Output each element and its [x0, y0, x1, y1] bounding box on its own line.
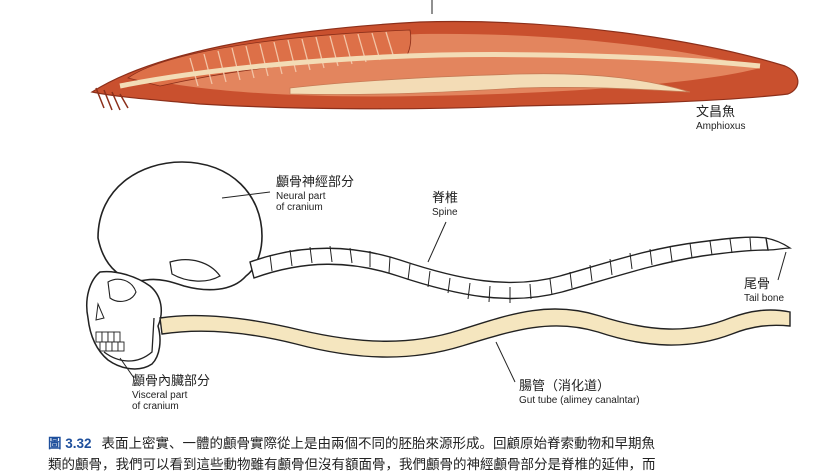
- neural-cranium-label-zh: 顱骨神經部分: [276, 176, 354, 191]
- amphioxus-label-en: Amphioxus: [696, 121, 745, 133]
- caption-text-1: 表面上密實、一體的顱骨實際從上是由兩個不同的胚胎來源形成。回顧原始脊索動物和早期…: [102, 436, 656, 452]
- amphioxus-illustration: [92, 0, 798, 110]
- visceral-cranium-label-en2: of cranium: [132, 401, 210, 413]
- gut-tube-label: 腸管（消化道） Gut tube (alimey canalntar): [519, 380, 640, 406]
- caption-line-1: 圖 3.32 表面上密實、一體的顱骨實際從上是由兩個不同的胚胎來源形成。回顧原始脊…: [48, 433, 832, 455]
- neural-cranium-label: 顱骨神經部分 Neural part of cranium: [276, 176, 354, 214]
- gut-tube-label-zh: 腸管（消化道）: [519, 380, 640, 395]
- figure-number: 圖 3.32: [48, 436, 92, 451]
- tail-bone-leader: [778, 252, 786, 280]
- gut-tube-label-en: Gut tube (alimey canalntar): [519, 395, 640, 407]
- amphioxus-label: 文昌魚 Amphioxus: [696, 106, 745, 132]
- gut-tube-leader: [496, 342, 515, 382]
- caption-text-2: 類的顱骨，我們可以看到這些動物雖有顱骨但沒有額面骨，我們顱骨的神經顱骨部分是脊椎…: [48, 455, 832, 476]
- spine-leader: [428, 222, 446, 262]
- tail-bone-label-zh: 尾骨: [744, 278, 784, 293]
- tail-bone-label: 尾骨 Tail bone: [744, 278, 784, 304]
- gut-tube-illustration: [160, 309, 790, 357]
- skull-illustration: [87, 162, 262, 369]
- neural-cranium-label-en1: Neural part: [276, 191, 354, 203]
- spine-label-en: Spine: [432, 207, 458, 219]
- neural-cranium-label-en2: of cranium: [276, 202, 354, 214]
- spine-label: 脊椎 Spine: [432, 192, 458, 218]
- spine-label-zh: 脊椎: [432, 192, 458, 207]
- visceral-cranium-label: 顱骨內臟部分 Visceral part of cranium: [132, 375, 210, 413]
- tail-bone-tip: [766, 238, 790, 250]
- visceral-cranium-label-zh: 顱骨內臟部分: [132, 375, 210, 390]
- amphioxus-label-zh: 文昌魚: [696, 106, 745, 121]
- visceral-cranium-label-en1: Visceral part: [132, 390, 210, 402]
- figure-caption: 圖 3.32 表面上密實、一體的顱骨實際從上是由兩個不同的胚胎來源形成。回顧原始脊…: [48, 433, 832, 476]
- spine-illustration: [250, 237, 790, 303]
- tail-bone-label-en: Tail bone: [744, 293, 784, 305]
- teeth: [96, 332, 124, 351]
